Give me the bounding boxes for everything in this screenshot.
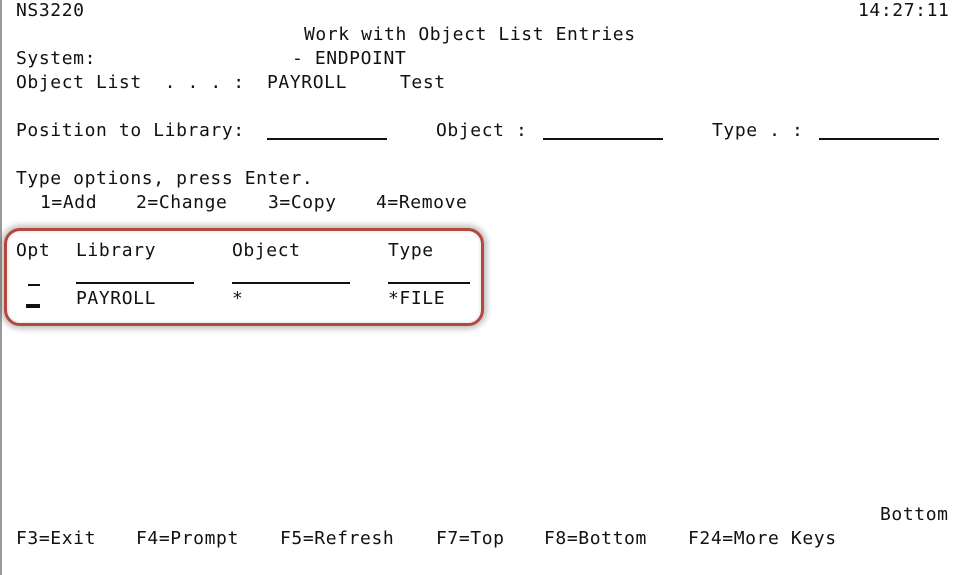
position-library-field[interactable]: [267, 120, 387, 140]
highlight-box: [4, 228, 484, 326]
object-list-label: Object List . . . :: [16, 72, 245, 93]
fkey-refresh[interactable]: F5=Refresh: [280, 528, 395, 549]
option-add: 1=Add: [40, 192, 98, 213]
system-label: System:: [16, 48, 97, 69]
column-header-object: Object: [232, 240, 301, 261]
row-opt-field[interactable]: [26, 288, 40, 308]
object-list-desc: Test: [400, 72, 446, 93]
system-value: - ENDPOINT: [292, 48, 407, 69]
option-change: 2=Change: [136, 192, 228, 213]
row-library: PAYROLL: [76, 288, 157, 309]
fkey-more-keys[interactable]: F24=More Keys: [688, 528, 837, 549]
clock-time: 14:27:11: [858, 0, 950, 21]
list-position-indicator: Bottom: [880, 504, 949, 525]
fkey-top[interactable]: F7=Top: [436, 528, 505, 549]
library-header-underline: [76, 282, 194, 284]
position-object-label: Object :: [436, 120, 528, 141]
column-header-opt: Opt: [16, 240, 51, 261]
position-type-field[interactable]: [819, 120, 939, 140]
option-remove: 4=Remove: [376, 192, 468, 213]
position-library-label: Position to Library:: [16, 120, 245, 141]
option-copy: 3=Copy: [268, 192, 337, 213]
row-object: *: [232, 288, 244, 309]
position-object-field[interactable]: [543, 120, 663, 140]
fkey-exit[interactable]: F3=Exit: [16, 528, 97, 549]
page-title: Work with Object List Entries: [304, 24, 636, 45]
fkey-prompt[interactable]: F4=Prompt: [136, 528, 239, 549]
opt-header-underline: [28, 284, 40, 286]
position-type-label: Type . :: [712, 120, 804, 141]
fkey-bottom[interactable]: F8=Bottom: [544, 528, 647, 549]
object-header-underline: [232, 282, 350, 284]
object-list-name: PAYROLL: [267, 72, 348, 93]
row-type: *FILE: [388, 288, 446, 309]
instructions-text: Type options, press Enter.: [16, 168, 314, 189]
column-header-type: Type: [388, 240, 434, 261]
column-header-library: Library: [76, 240, 157, 261]
system-id: NS3220: [16, 0, 85, 21]
type-header-underline: [388, 282, 470, 284]
